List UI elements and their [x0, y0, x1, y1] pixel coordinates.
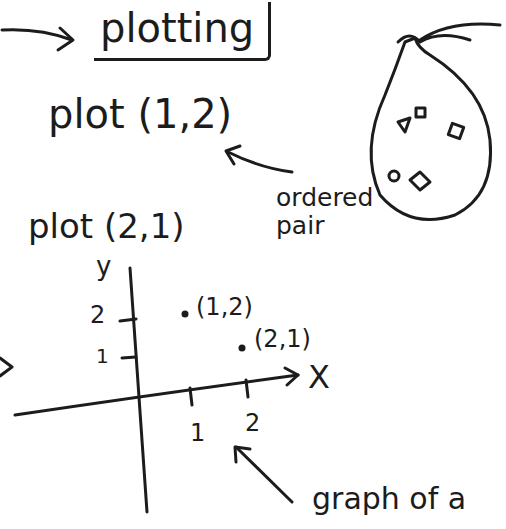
plot-command: plot (2,1) [28, 208, 185, 245]
axis-name: y [96, 252, 111, 281]
point-label: (1,2) [196, 294, 253, 320]
plot-command: plot (1,2) [48, 92, 232, 136]
note-text: ordered pair [276, 184, 381, 239]
bag-marble [448, 123, 463, 138]
arrow-head [226, 146, 240, 164]
note-text: graph of a [312, 482, 466, 515]
edge-mark [0, 358, 12, 376]
plot-point [182, 311, 189, 318]
tick-number: 1 [190, 420, 205, 446]
x-axis [15, 375, 298, 415]
tick-number: 2 [245, 410, 260, 436]
title-box: plotting [94, 2, 271, 61]
y-ticks [120, 319, 136, 358]
bag-outline [371, 38, 490, 220]
bag-marble [416, 108, 425, 117]
point-label: (2,1) [254, 326, 311, 352]
leader-arrow [228, 152, 292, 172]
axis-name: X [308, 360, 330, 395]
x-ticks [190, 380, 248, 405]
plot-point [239, 345, 246, 352]
y-axis [130, 268, 147, 512]
bag-marble [398, 118, 410, 132]
bag-marble [389, 171, 399, 181]
arrow-head [235, 447, 250, 462]
bag-string [398, 24, 500, 42]
tick-number: 1 [96, 345, 109, 367]
title-text: plotting [100, 6, 254, 50]
arrow-head [58, 28, 73, 50]
x-axis-arrow [285, 368, 298, 385]
leader-arrow [236, 447, 292, 502]
tick-number: 2 [90, 302, 105, 328]
bag-marble [410, 172, 430, 190]
